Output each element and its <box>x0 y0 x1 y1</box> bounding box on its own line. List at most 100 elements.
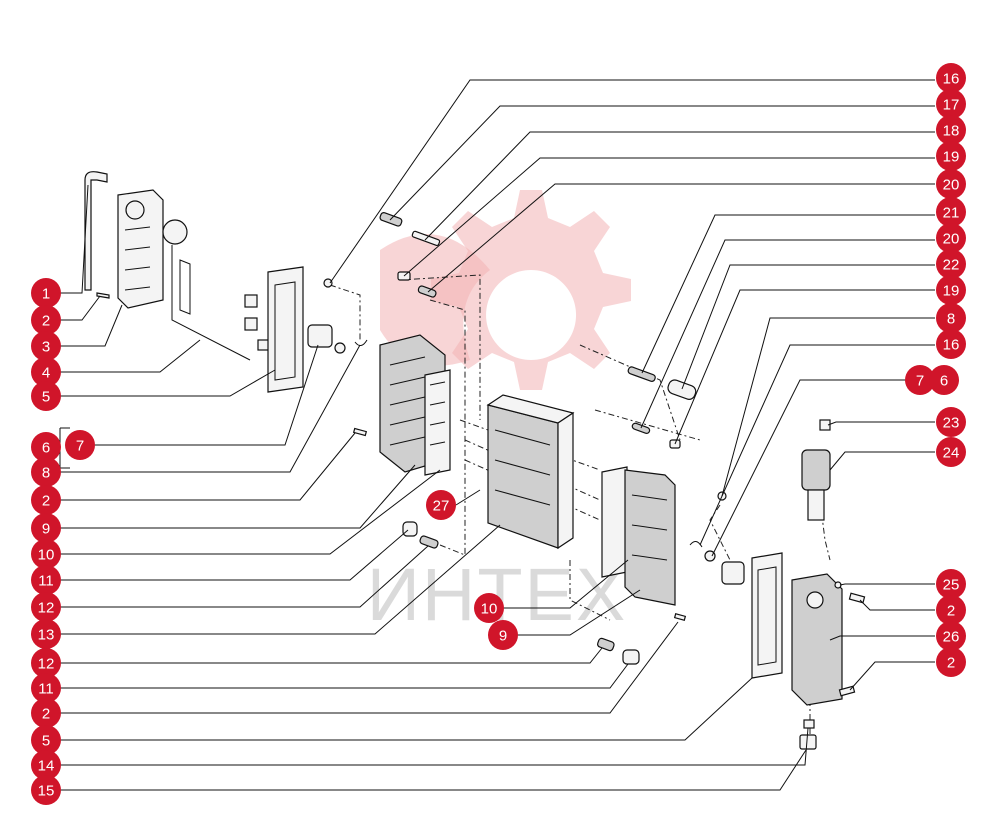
right-callout-16: 16 <box>936 63 966 93</box>
left-callout-2: 2 <box>31 698 61 728</box>
part-bolt-left <box>96 292 110 299</box>
callout-number: 2 <box>42 313 50 330</box>
part-gasket-right <box>751 552 783 679</box>
left-callout-12: 12 <box>31 648 61 678</box>
callout-number: 2 <box>947 603 955 620</box>
part-left-cover <box>117 189 164 309</box>
callout-number: 3 <box>42 339 50 356</box>
callout-number: 20 <box>943 177 960 194</box>
part-solenoid-right <box>689 491 745 585</box>
right-callout-23: 23 <box>936 407 966 437</box>
callout-number: 5 <box>42 389 50 406</box>
left-callout-13: 13 <box>31 619 61 649</box>
right-callout-25: 25 <box>936 569 966 599</box>
callout-number: 16 <box>943 71 960 88</box>
right-callout-20: 20 <box>936 169 966 199</box>
callout-number: 4 <box>42 365 50 382</box>
callout-number: 14 <box>38 758 55 775</box>
callout-number: 12 <box>38 656 55 673</box>
part-gasket-left <box>267 266 304 393</box>
right-callout-16: 16 <box>936 329 966 359</box>
right-callout-6: 6 <box>929 365 959 395</box>
left-callout-8: 8 <box>31 457 61 487</box>
callout-number: 16 <box>943 337 960 354</box>
callout-number: 7 <box>76 438 84 455</box>
callout-number: 5 <box>42 733 50 750</box>
part-right-housing <box>791 573 866 706</box>
left-callout-2: 2 <box>31 305 61 335</box>
right-callout-17: 17 <box>936 89 966 119</box>
callout-number: 6 <box>940 373 948 390</box>
left-callout-7: 7 <box>65 430 95 460</box>
left-callout-10: 10 <box>31 539 61 569</box>
right-callout-2: 2 <box>936 595 966 625</box>
right-callout-21: 21 <box>936 197 966 227</box>
part-valve-plate-right <box>601 466 676 606</box>
callout-number: 11 <box>38 681 54 698</box>
left-callout-5: 5 <box>31 381 61 411</box>
left-callout-5: 5 <box>31 725 61 755</box>
part-wiring-harness <box>162 219 271 361</box>
left-callout-11: 11 <box>31 673 61 703</box>
left-callout-15: 15 <box>31 775 61 805</box>
callout-number: 9 <box>499 628 507 645</box>
right-callout-24: 24 <box>936 437 966 467</box>
inner-callout-9: 9 <box>488 620 518 650</box>
leader-lines-inner <box>455 489 641 636</box>
callout-number: 7 <box>916 373 924 390</box>
callout-number: 21 <box>943 205 960 222</box>
right-callout-2: 2 <box>936 647 966 677</box>
part-springs-right <box>627 366 697 449</box>
part-tube <box>84 171 108 291</box>
right-callout-7: 7 <box>905 365 935 395</box>
right-callout-26: 26 <box>936 621 966 651</box>
callout-number: 19 <box>943 149 960 166</box>
callout-number: 12 <box>38 600 55 617</box>
right-callout-20: 20 <box>936 223 966 253</box>
callout-number: 10 <box>481 601 498 618</box>
right-callout-19: 19 <box>936 275 966 305</box>
watermark-gear-icon <box>380 190 631 390</box>
callout-number: 2 <box>42 706 50 723</box>
callout-number: 20 <box>943 231 960 248</box>
leader-lines-right <box>329 79 935 691</box>
callout-number: 26 <box>943 629 960 646</box>
callout-number: 11 <box>38 573 54 590</box>
callout-number: 23 <box>943 415 960 432</box>
part-fitting-bottom <box>799 719 817 750</box>
callout-number: 15 <box>38 783 55 800</box>
left-callout-9: 9 <box>31 513 61 543</box>
right-callout-8: 8 <box>936 303 966 333</box>
left-callout-6: 6 <box>31 432 61 462</box>
inner-callout-10: 10 <box>474 593 504 623</box>
part-bottom-plugs <box>352 427 687 665</box>
callout-number: 17 <box>943 97 960 114</box>
callout-number: 2 <box>947 655 955 672</box>
callout-number: 10 <box>38 547 55 564</box>
callout-number: 18 <box>943 123 960 140</box>
callout-number: 1 <box>42 286 50 303</box>
callout-number: 25 <box>943 577 960 594</box>
callout-number: 22 <box>943 257 960 274</box>
left-callout-2: 2 <box>31 485 61 515</box>
part-solenoid-left <box>307 324 368 354</box>
inner-callout-27: 27 <box>426 490 456 520</box>
callout-number: 13 <box>38 627 55 644</box>
callout-number: 6 <box>42 440 50 457</box>
callout-number: 2 <box>42 493 50 510</box>
callout-number: 8 <box>42 465 50 482</box>
callout-number: 24 <box>943 445 960 462</box>
leader-lines-left <box>59 184 809 791</box>
left-callout-1: 1 <box>31 278 61 308</box>
right-callout-19: 19 <box>936 141 966 171</box>
left-callout-12: 12 <box>31 592 61 622</box>
callout-group-inner: 27 109 <box>426 490 518 650</box>
callout-number: 8 <box>947 311 955 328</box>
part-main-valve-body <box>486 394 575 550</box>
callout-number: 27 <box>433 498 450 515</box>
left-callout-14: 14 <box>31 750 61 780</box>
left-callout-4: 4 <box>31 357 61 387</box>
